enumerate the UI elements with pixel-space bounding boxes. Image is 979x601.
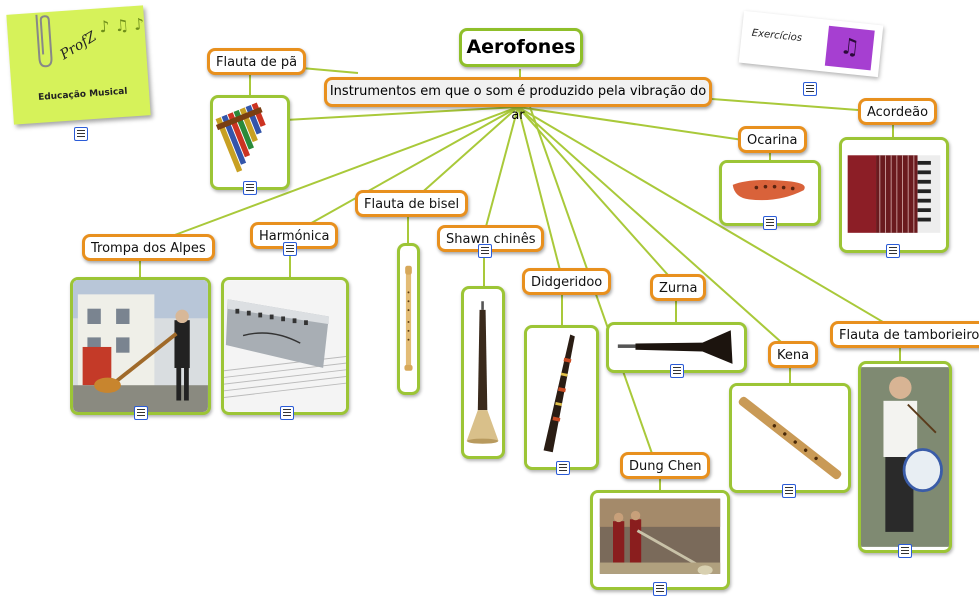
suona-image	[464, 297, 502, 448]
node-dung-chen[interactable]: Dung Chen	[620, 452, 711, 479]
node-didgeridoo[interactable]: Didgeridoo	[522, 268, 612, 295]
image-shawn-chines[interactable]	[461, 286, 505, 459]
alphorn-photo	[73, 280, 208, 412]
image-acordeao[interactable]	[839, 137, 949, 253]
central-title[interactable]: Aerofones	[459, 28, 583, 67]
profz-sticky-note: ProfZ ♪ ♫ ♪ Educação Musical	[6, 5, 151, 125]
node-shawn-chines[interactable]: Shawn chinês	[437, 225, 545, 252]
note-icon[interactable]	[782, 484, 796, 498]
dung-chen-photo	[594, 493, 726, 587]
note-icon[interactable]	[898, 544, 912, 558]
image-kena[interactable]	[729, 383, 851, 493]
note-icon[interactable]	[670, 364, 684, 378]
note-icon[interactable]	[478, 244, 492, 258]
note-icon[interactable]	[74, 127, 88, 141]
node-trompa-dos-alpes[interactable]: Trompa dos Alpes	[82, 234, 215, 261]
note-icon[interactable]	[653, 582, 667, 596]
image-harmonica[interactable]	[221, 277, 349, 415]
brand-subtitle: Educação Musical	[37, 86, 128, 103]
image-trompa-dos-alpes[interactable]	[70, 277, 211, 415]
node-kena[interactable]: Kena	[768, 341, 819, 368]
image-flauta-de-tamborieiro[interactable]	[858, 361, 952, 553]
image-didgeridoo[interactable]	[524, 325, 599, 470]
kena-image	[732, 386, 848, 490]
panpipe-image	[215, 102, 266, 173]
music-notes-icon: ♪ ♫ ♪	[98, 14, 145, 37]
node-flauta-de-tamborieiro[interactable]: Flauta de tamborieiro	[830, 321, 979, 348]
node-ocarina[interactable]: Ocarina	[738, 126, 807, 153]
note-icon[interactable]	[763, 216, 777, 230]
image-ocarina[interactable]	[719, 160, 821, 226]
zurna-image	[614, 325, 739, 370]
central-description[interactable]: Instrumentos em que o som é produzido pe…	[324, 77, 712, 123]
note-icon[interactable]	[134, 406, 148, 420]
note-icon[interactable]	[803, 82, 817, 96]
note-icon[interactable]	[243, 181, 257, 195]
node-flauta-pa[interactable]: Flauta de pã	[207, 48, 307, 75]
didgeridoo-image	[527, 330, 596, 465]
exercicios-label: Exercícios	[751, 27, 803, 44]
node-flauta-de-bisel[interactable]: Flauta de bisel	[355, 190, 469, 217]
node-acordeao[interactable]: Acordeão	[858, 98, 938, 125]
tamborieiro-photo	[861, 367, 949, 547]
node-zurna[interactable]: Zurna	[650, 274, 707, 301]
image-dung-chen[interactable]	[590, 490, 730, 590]
harmonica-image	[224, 280, 346, 412]
note-icon[interactable]	[283, 242, 297, 256]
accordion-image	[842, 140, 946, 250]
note-icon[interactable]	[280, 406, 294, 420]
ocarina-image	[723, 163, 817, 223]
recorder-image	[400, 262, 417, 376]
note-icon[interactable]	[556, 461, 570, 475]
music-note-icon: ♫	[824, 25, 875, 71]
brand-text: ProfZ	[57, 28, 100, 64]
image-flauta-pa[interactable]	[210, 95, 290, 190]
note-icon[interactable]	[886, 244, 900, 258]
paperclip-icon	[35, 14, 53, 68]
image-flauta-de-bisel[interactable]	[397, 243, 420, 395]
